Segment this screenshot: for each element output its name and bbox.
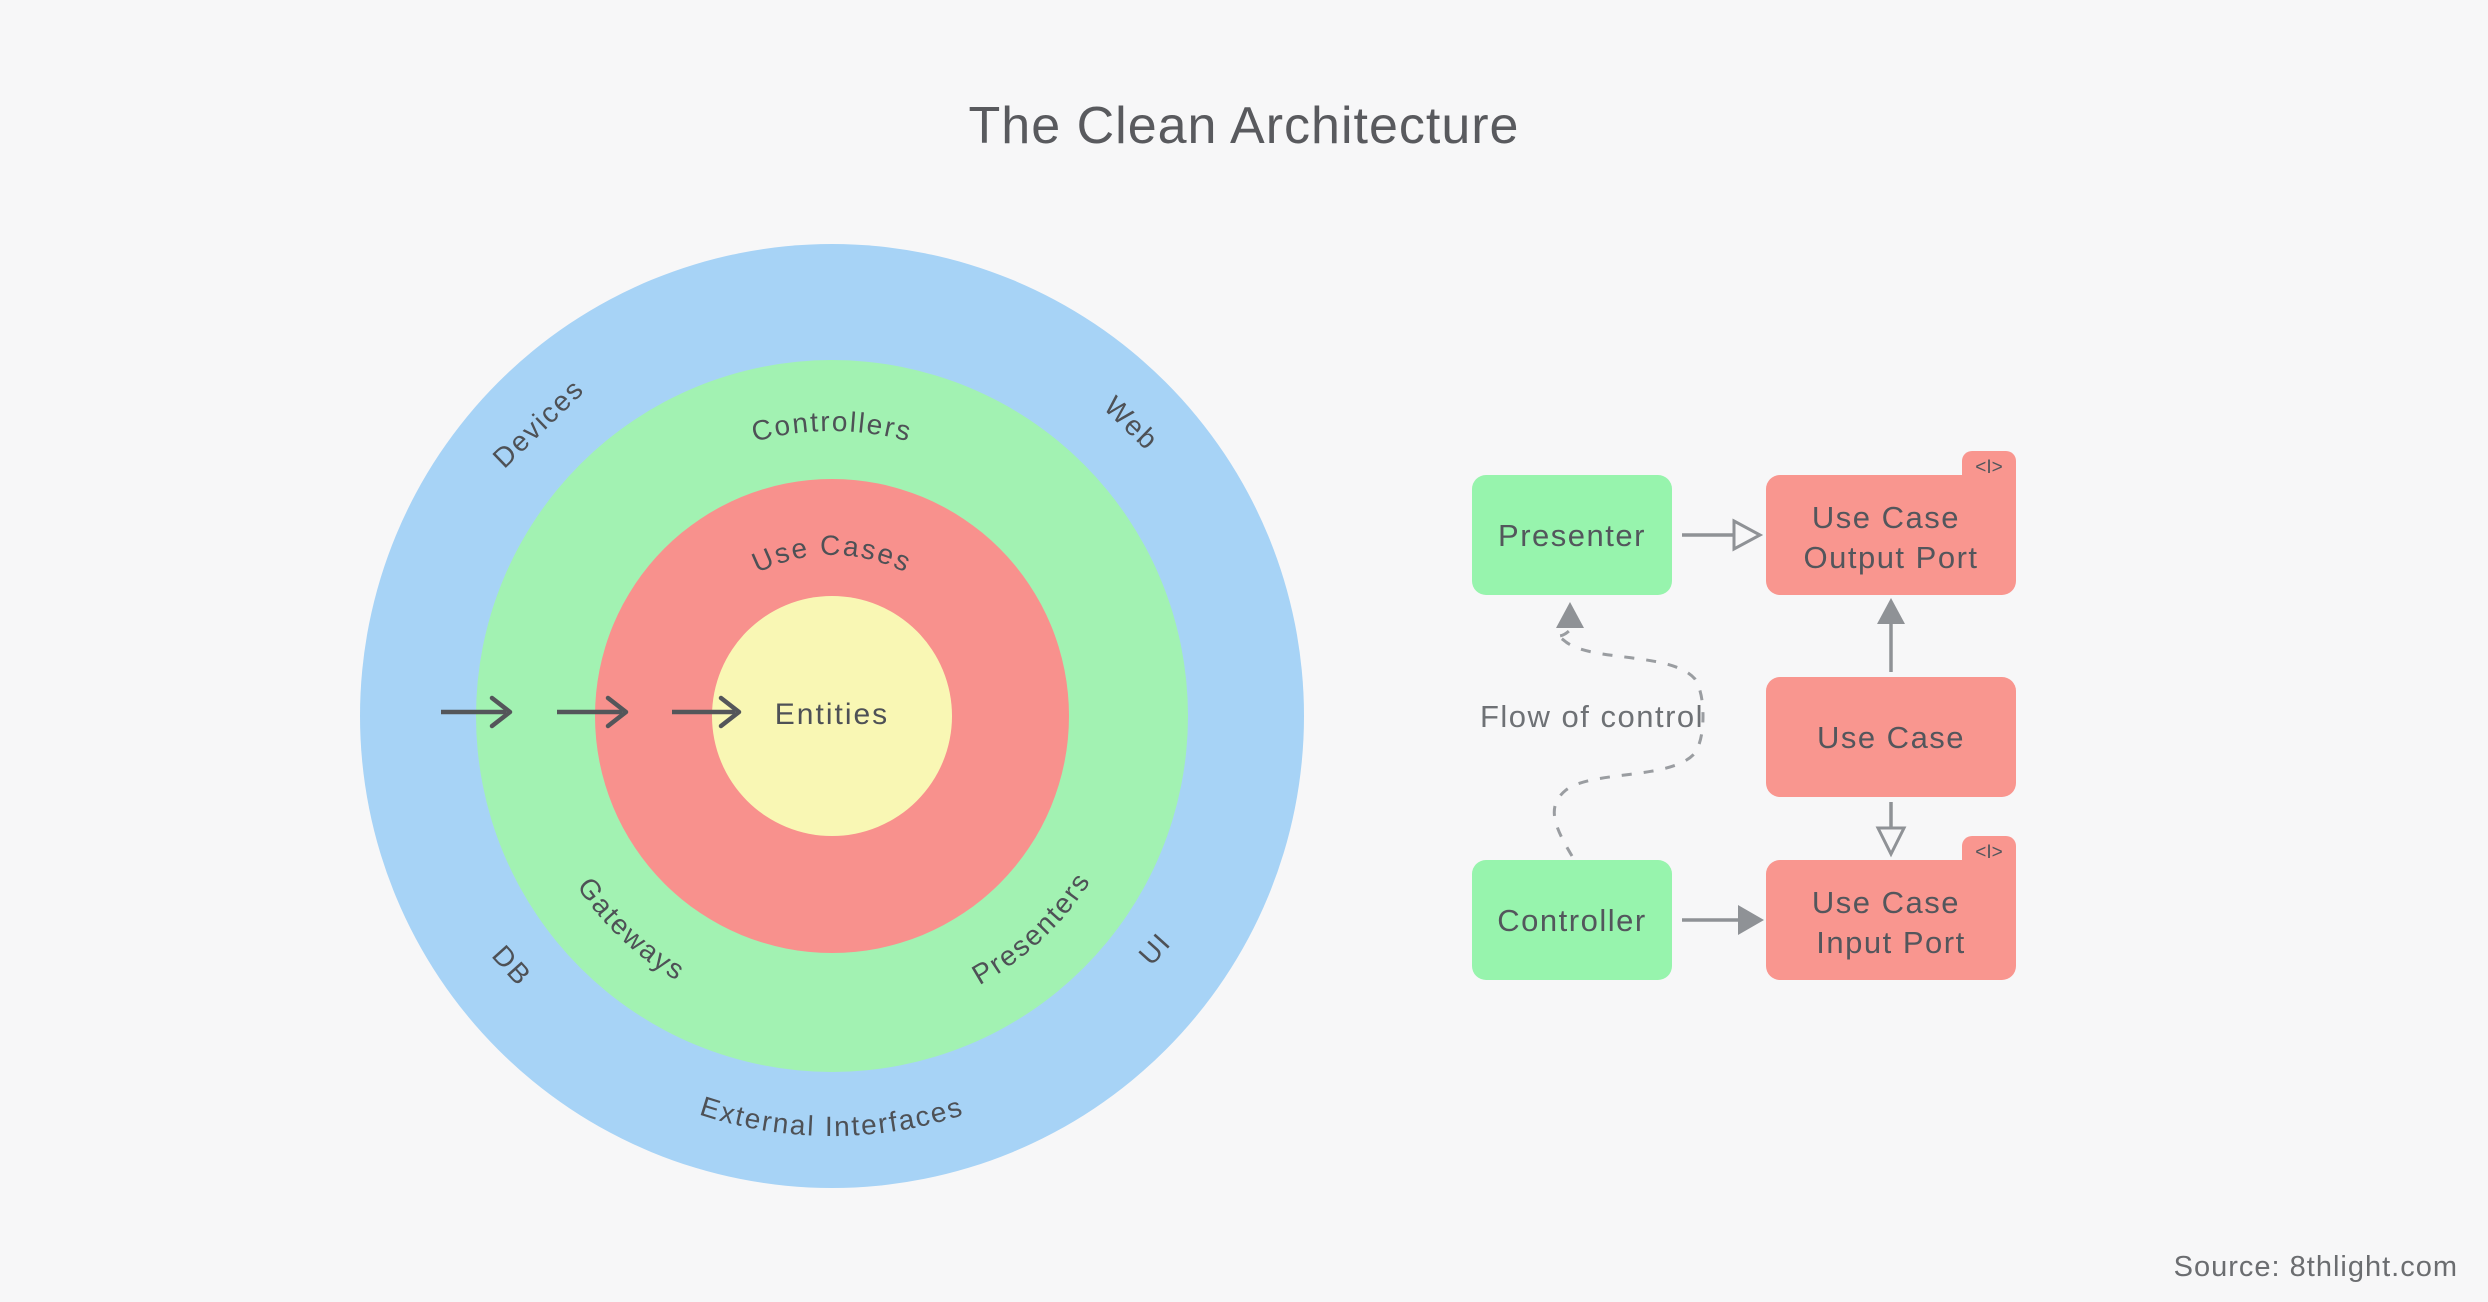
flow-of-control-curve bbox=[1552, 602, 1705, 857]
use-case-input-port-box: <I> Use Case Input Port bbox=[1766, 836, 2016, 980]
yellow-circle bbox=[712, 596, 952, 836]
output-port-interface-tag: <I> bbox=[1975, 457, 2002, 478]
inward-arrow-1 bbox=[441, 695, 513, 729]
presenter-to-output-port-arrow bbox=[1682, 518, 1764, 552]
page-title: The Clean Architecture bbox=[969, 97, 1520, 155]
presenter-box bbox=[1472, 475, 1672, 595]
use-case-to-output-port-arrow bbox=[1877, 598, 1905, 672]
controller-to-input-port-arrow bbox=[1682, 905, 1764, 935]
use-case-box bbox=[1766, 677, 2016, 797]
inward-arrow-2 bbox=[557, 695, 629, 729]
use-case-output-port-box: <I> Use Case Output Port bbox=[1766, 451, 2016, 595]
controller-box-label: Controller bbox=[1497, 903, 1646, 938]
source-credit: Source: 8thlight.com bbox=[2174, 1251, 2458, 1283]
flow-diagram: Presenter <I> Use Case Output Port Use C… bbox=[1472, 451, 2016, 980]
output-port-label: Use Case Output Port bbox=[1803, 500, 1978, 575]
input-port-interface-tag: <I> bbox=[1975, 842, 2002, 863]
use-case-box-label: Use Case bbox=[1817, 720, 1965, 755]
inward-arrow-3 bbox=[672, 695, 742, 729]
controller-box bbox=[1472, 860, 1672, 980]
use-case-to-input-port-arrow bbox=[1875, 802, 1907, 858]
flow-curve-arrow-head bbox=[1556, 602, 1584, 628]
flow-of-control-label: Flow of control bbox=[1480, 699, 1704, 734]
circles-diagram: Controllers Use Cases Gateways Presenter… bbox=[360, 244, 1304, 1188]
entities-label: Entities bbox=[775, 698, 889, 731]
presenter-box-label: Presenter bbox=[1498, 518, 1646, 553]
input-port-label: Use Case Input Port bbox=[1812, 885, 1970, 960]
